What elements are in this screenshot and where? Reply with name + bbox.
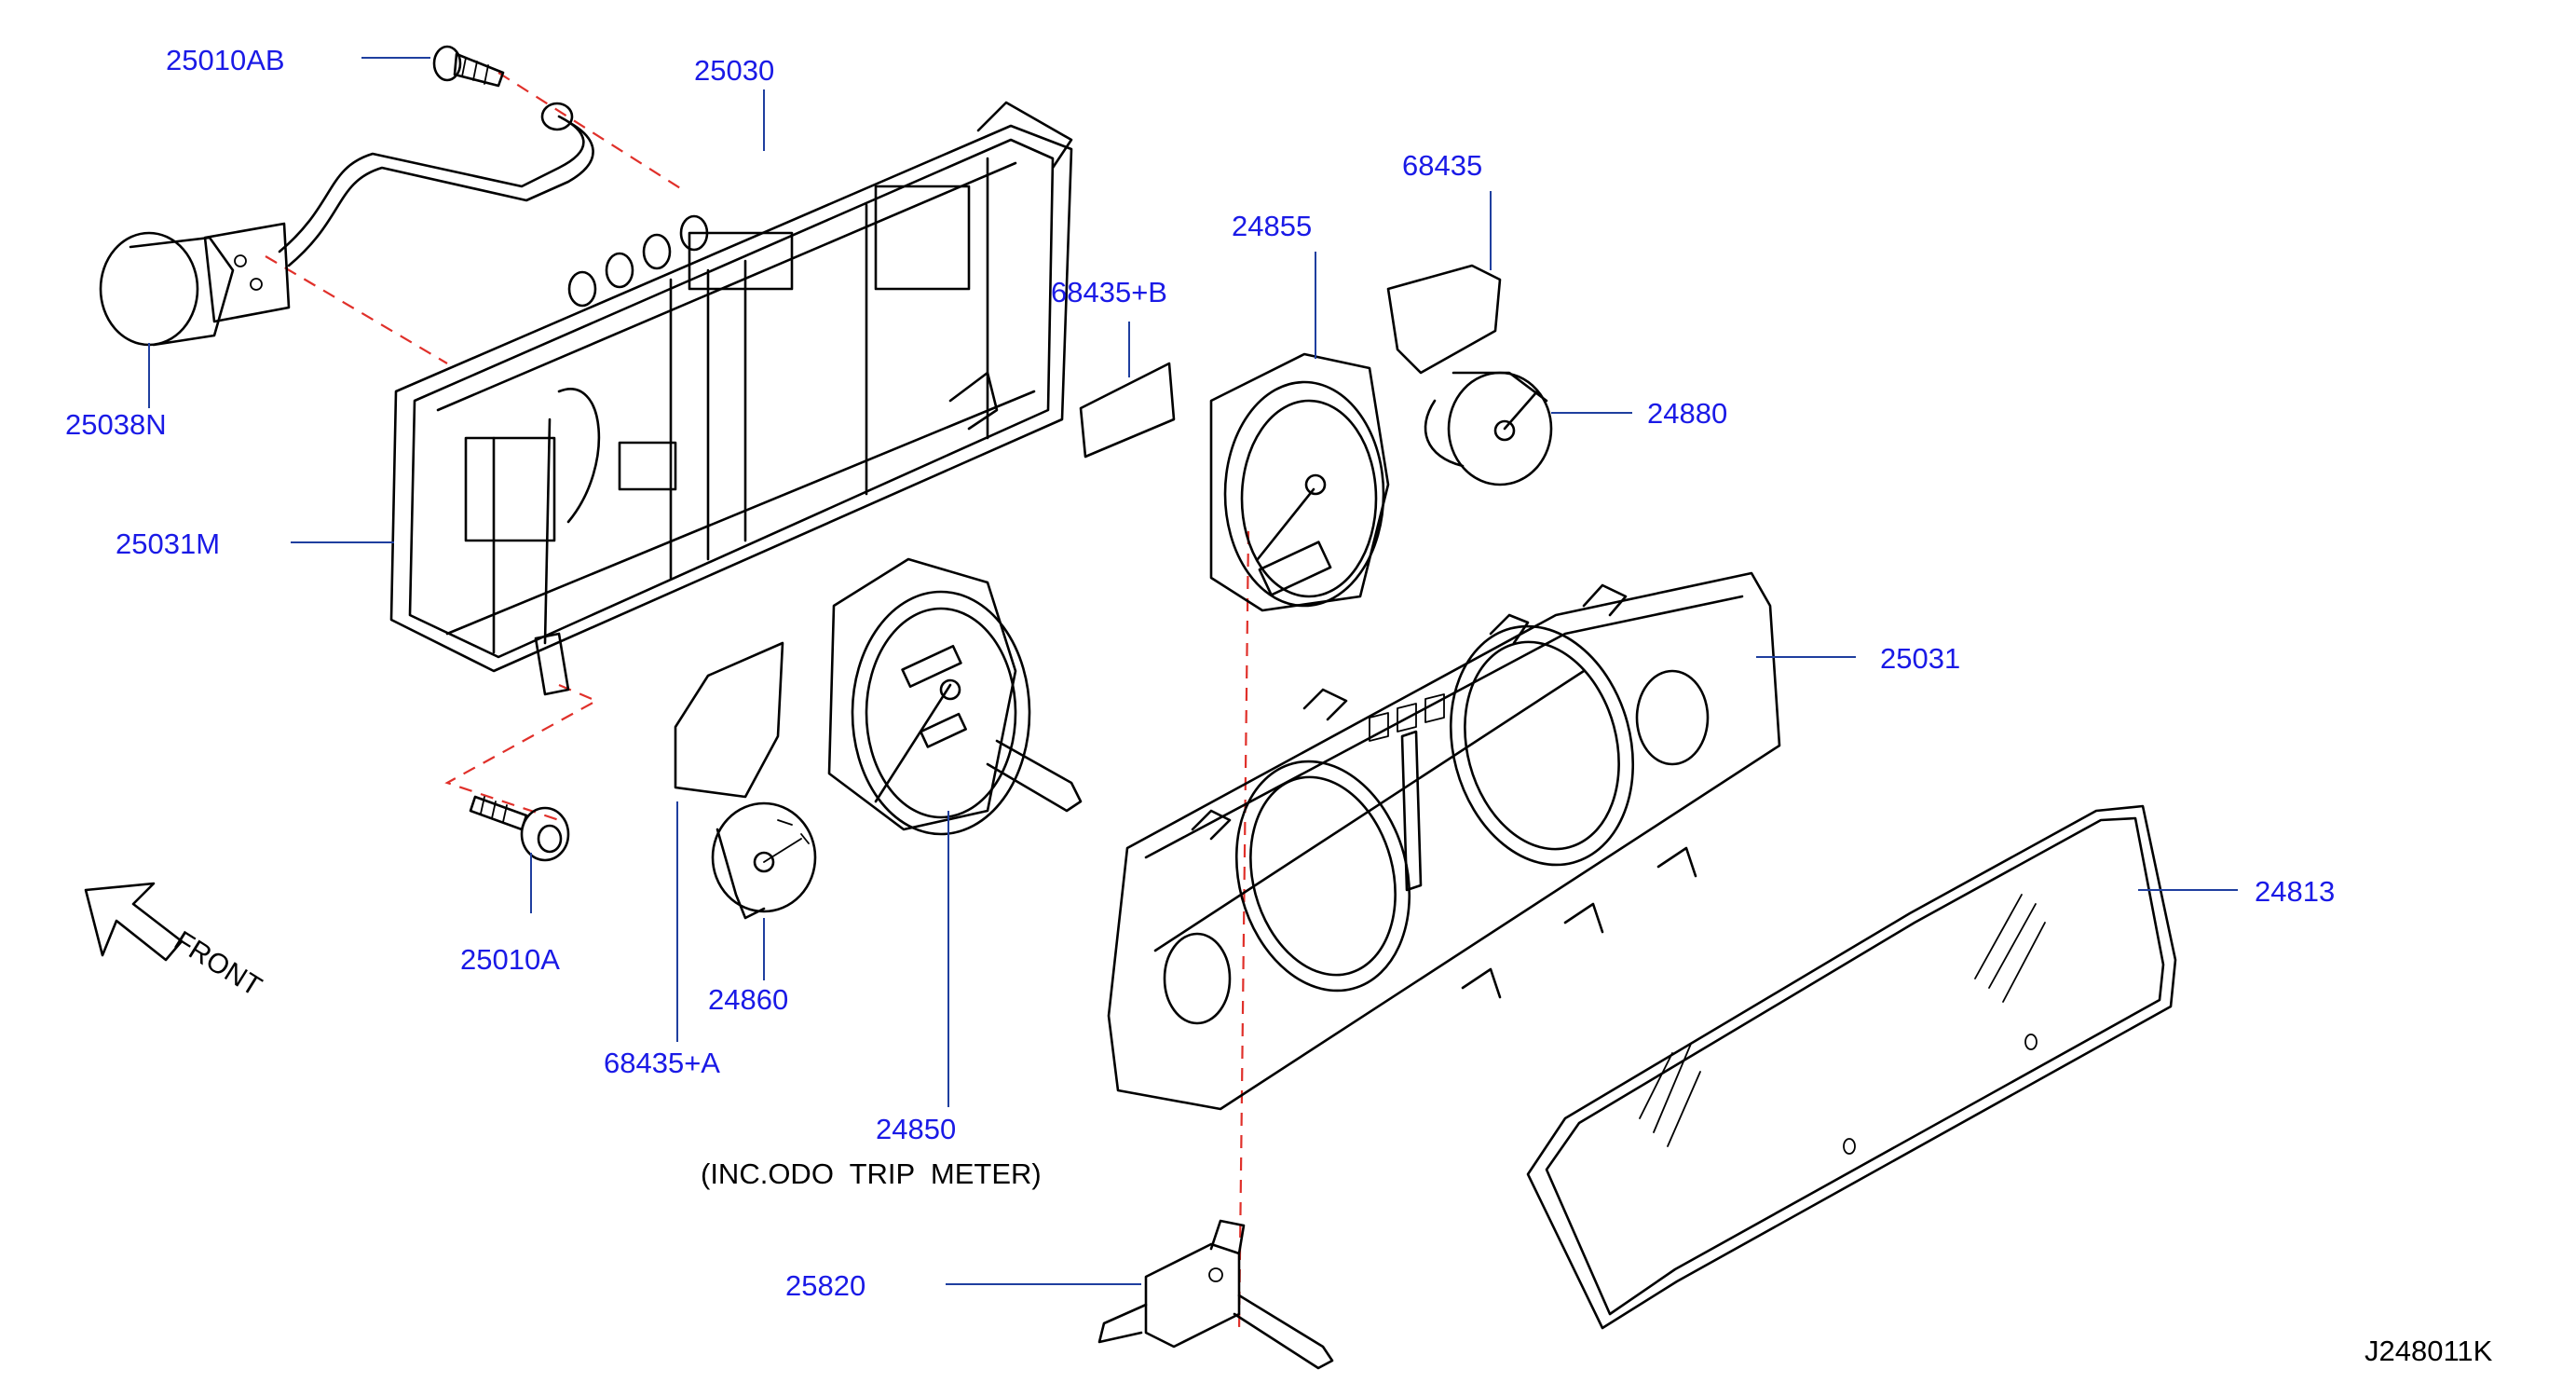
label-25010A: 25010A [460, 943, 560, 976]
pad-68435A [674, 641, 784, 799]
label-25038N: 25038N [65, 408, 167, 441]
label-68435B: 68435+B [1051, 276, 1167, 308]
label-24850: 24850 [876, 1113, 956, 1145]
pad-68435B [1079, 362, 1176, 459]
label-24855: 24855 [1232, 210, 1312, 242]
label-68435A: 68435+A [604, 1047, 720, 1079]
figure-id: J248011K [2365, 1335, 2493, 1367]
screw-25010AB [432, 45, 505, 88]
label-24813: 24813 [2255, 875, 2335, 908]
label-24850-note: (INC.ODO TRIP METER) [701, 1157, 1042, 1190]
label-25031M: 25031M [116, 527, 220, 560]
lens-24813 [1526, 804, 2177, 1330]
pad-68435 [1386, 264, 1502, 375]
label-25820: 25820 [785, 1269, 865, 1302]
label-25031: 25031 [1880, 642, 1960, 675]
label-24880: 24880 [1647, 397, 1727, 430]
gauge-24850 [827, 557, 1083, 836]
label-68435: 68435 [1402, 149, 1482, 182]
label-25030: 25030 [694, 54, 774, 87]
gauge-24880 [1424, 371, 1553, 486]
gauge-24860 [711, 801, 817, 920]
front-arrow [84, 882, 184, 962]
part-labels: 25010AB 25030 25038N 25031M 25010A 68435… [65, 44, 2335, 1302]
front-label: FRONT [169, 925, 266, 1003]
front-housing-25031 [1107, 571, 1781, 1111]
switch-25820 [1097, 1219, 1334, 1370]
gauge-24855 [1209, 352, 1390, 612]
label-24860: 24860 [708, 983, 788, 1016]
label-25010AB: 25010AB [166, 44, 285, 76]
bolt-25010A [469, 795, 570, 862]
leader-lines [148, 57, 2238, 1285]
alignment-lines [265, 72, 1250, 1334]
rear-housing-25031M [389, 101, 1073, 696]
harness-25038N [99, 102, 594, 347]
